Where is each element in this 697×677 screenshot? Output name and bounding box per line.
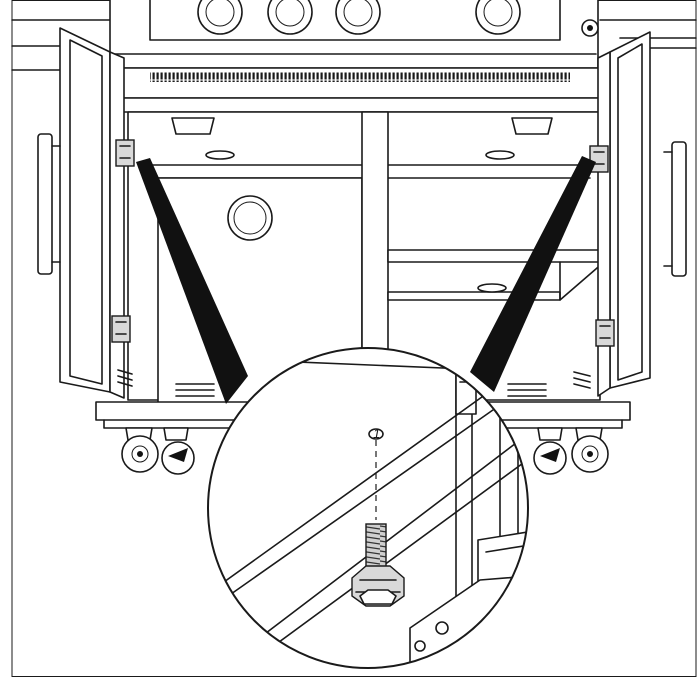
cabinet bbox=[95, 97, 631, 429]
grill-head bbox=[107, 0, 605, 99]
caster-right-outer bbox=[571, 427, 609, 473]
right-door-handle bbox=[671, 141, 687, 277]
step-marker-label: 1 bbox=[373, 426, 380, 441]
callout-beam-right bbox=[470, 156, 596, 392]
caster-left-inner bbox=[161, 427, 195, 475]
right-hinge-upper bbox=[589, 145, 609, 173]
caster-right-inner bbox=[533, 427, 567, 475]
left-hinge-upper bbox=[115, 139, 135, 167]
left-door-handle bbox=[37, 133, 53, 275]
callout-beam-left bbox=[136, 158, 248, 404]
left-hinge-lower bbox=[111, 315, 131, 343]
control-knobs bbox=[197, 0, 521, 35]
right-door bbox=[573, 31, 687, 397]
tank-hole bbox=[227, 195, 273, 241]
caster-left-outer bbox=[121, 427, 159, 473]
right-hinge-lower bbox=[595, 319, 615, 347]
left-door bbox=[37, 27, 135, 399]
